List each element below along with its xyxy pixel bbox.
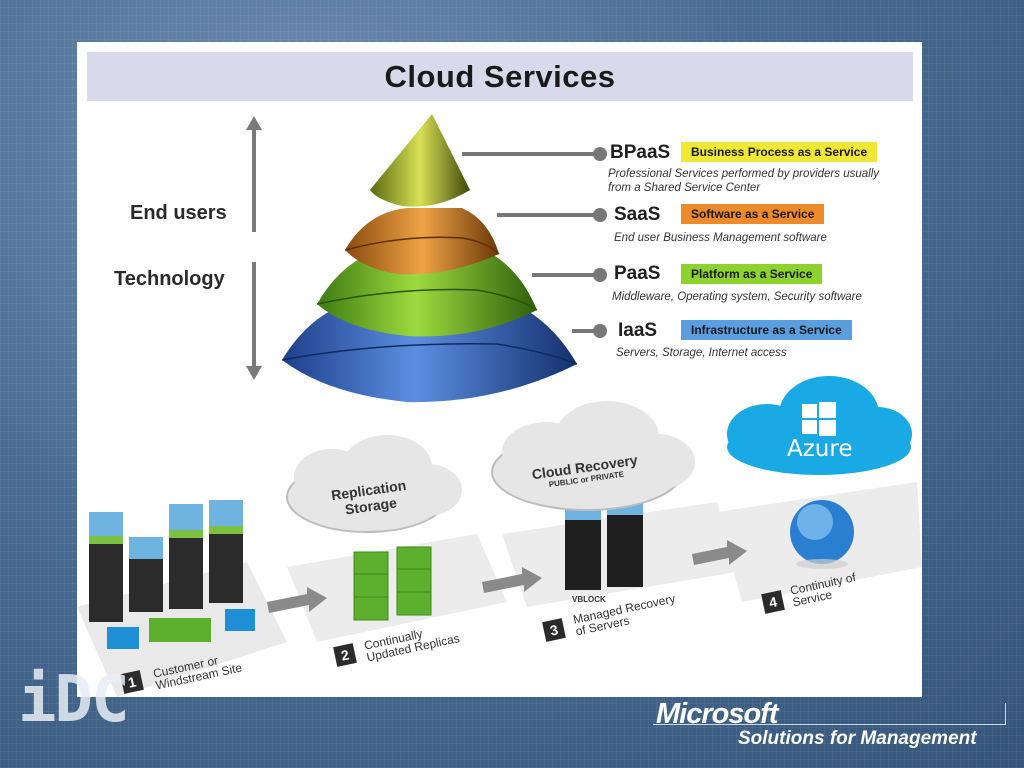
paas-layer (316, 247, 538, 337)
tier-abbr-bpaas: BPaaS (610, 142, 671, 163)
connector-saas (497, 208, 607, 222)
tier-desc-saas-1: End user Business Management software (614, 232, 827, 244)
recovery-cloud (491, 401, 695, 511)
saas-layer (344, 208, 500, 275)
step-2-number: 2 (333, 643, 357, 667)
replication-cloud (286, 435, 462, 533)
connector-iaas (572, 324, 607, 338)
slide-title: Cloud Services (87, 52, 913, 101)
microsoft-divider-vertical (1005, 703, 1006, 725)
tier-badge-saas: Software as a Service (681, 204, 825, 224)
tier-badge-paas: Platform as a Service (681, 264, 823, 284)
step-4-number: 4 (761, 590, 785, 614)
tier-badge-bpaas: Business Process as a Service (681, 142, 878, 162)
tier-desc-bpaas-1: Professional Services performed by provi… (608, 168, 880, 180)
microsoft-logo: Microsoft (656, 698, 778, 730)
globe-icon (790, 500, 854, 569)
microsoft-divider (653, 724, 1006, 725)
azure-label: Azure (787, 436, 853, 462)
vblock-label: VBLOCK (572, 595, 606, 604)
connector-bpaas (462, 147, 607, 161)
end-users-label: End users (130, 202, 227, 224)
slide-panel: Cloud Services (77, 42, 922, 697)
tier-desc-paas-1: Middleware, Operating system, Security s… (612, 291, 862, 303)
tier-desc-iaas-1: Servers, Storage, Internet access (616, 347, 787, 359)
replica-storage (353, 546, 432, 621)
connector-paas (532, 268, 607, 282)
technology-label: Technology (114, 268, 225, 290)
bpaas-layer (370, 114, 470, 207)
vertical-arrow-up (246, 116, 262, 232)
vertical-arrow-down (246, 262, 262, 380)
microsoft-tagline: Solutions for Management (738, 728, 977, 749)
idc-logo: iDC (18, 663, 130, 737)
tier-badge-iaas: Infrastructure as a Service (681, 320, 852, 340)
pyramid-diagram (77, 114, 922, 697)
step-3-number: 3 (542, 618, 566, 642)
server-stacks-site1 (89, 500, 255, 649)
windows-logo-icon (802, 402, 836, 436)
tier-desc-bpaas-2: from a Shared Service Center (608, 182, 761, 194)
flow-arrows (267, 540, 747, 613)
tier-abbr-paas: PaaS (614, 263, 661, 284)
tier-abbr-saas: SaaS (614, 204, 661, 225)
tier-abbr-iaas: IaaS (618, 320, 658, 341)
